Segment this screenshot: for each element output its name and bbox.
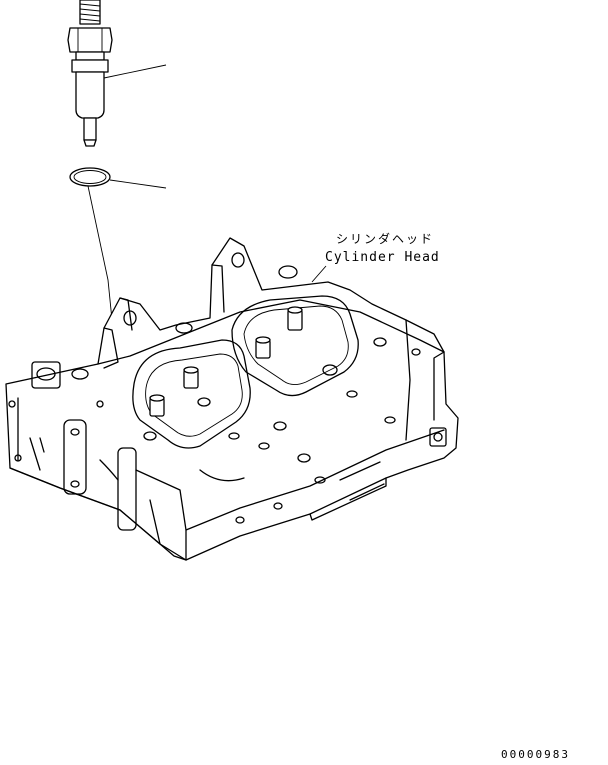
drawing-number: 00000983: [501, 748, 570, 761]
cylinder-head: [5, 237, 459, 561]
injector-nozzle: [67, 0, 113, 147]
cylinder-head-label-en: Cylinder Head: [325, 250, 440, 265]
nozzle-gasket: [69, 167, 111, 187]
cylinder-head-label-jp: シリンダヘッド: [336, 232, 435, 246]
head-leader-line: [311, 265, 327, 283]
nozzle-leader-line: [103, 64, 167, 79]
gasket-leader-line: [109, 179, 167, 189]
valve-studs: [149, 306, 303, 417]
